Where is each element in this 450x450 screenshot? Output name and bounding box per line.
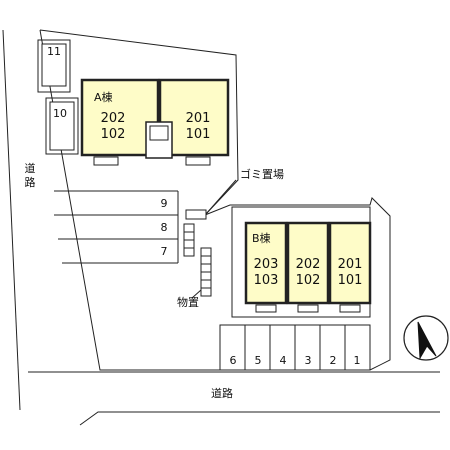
building-a-unit-102: 102 (101, 127, 126, 142)
building-a-unit-101: 101 (186, 127, 211, 142)
parking-label-9: 9 (161, 197, 168, 210)
parking-label-10: 10 (53, 107, 67, 120)
parking-space-11 (41, 43, 67, 87)
building-b-unit-203: 203 (254, 257, 279, 272)
parking-label-4: 4 (280, 354, 287, 367)
building-a-name: A棟 (94, 90, 113, 104)
parking-space-10-frame (45, 97, 79, 155)
parking-label-6: 6 (230, 354, 237, 367)
building-b-unit-col-2 (286, 221, 330, 305)
building-a-stair (149, 125, 169, 141)
parking-space-11-frame (37, 39, 71, 93)
building-b-name: B棟 (252, 231, 271, 245)
building-a-right-block (158, 78, 230, 157)
storage-label: 物置 (177, 295, 199, 309)
building-b-unit-col-1 (244, 221, 288, 305)
parking-label-5: 5 (255, 354, 262, 367)
parking-label-3: 3 (305, 354, 312, 367)
building-b-unit-201: 201 (338, 257, 363, 272)
building-b-unit-102: 102 (296, 273, 321, 288)
building-b-unit-col-3 (328, 221, 372, 305)
parking-label-8: 8 (161, 221, 168, 234)
garbage-label: ゴミ置場 (240, 167, 284, 181)
building-a-unit-202: 202 (101, 111, 126, 126)
parking-bottom-group: 6 5 4 3 2 1 (219, 324, 371, 371)
left-road-edge (2, 29, 21, 411)
storage-racks: 物置 (177, 223, 212, 309)
left-road-label: 道路 (25, 161, 36, 189)
garbage-leader-line (205, 179, 237, 215)
building-a: A棟 202 102 201 101 (80, 78, 230, 166)
building-b-unit-103: 103 (254, 273, 279, 288)
north-arrow-icon (403, 315, 449, 361)
parking-label-7: 7 (161, 245, 168, 258)
parking-middle-group: 9 8 7 (54, 190, 179, 264)
building-a-unit-201: 201 (186, 111, 211, 126)
building-a-ac-unit-right (185, 156, 211, 166)
building-b-ac-unit-1 (255, 304, 277, 313)
building-b-unit-202: 202 (296, 257, 321, 272)
building-b-unit-101: 101 (338, 273, 363, 288)
parking-space-10 (49, 101, 75, 151)
building-b: B棟 203 103 202 102 201 101 (244, 221, 372, 313)
garbage-area-box (185, 209, 207, 220)
storage-leader-line (191, 289, 202, 299)
parking-top-group: 11 10 (37, 39, 79, 155)
building-b-ac-unit-2 (297, 304, 319, 313)
bottom-road-edge-bottom (79, 411, 440, 426)
compass-arrow (417, 321, 437, 360)
building-a-ac-unit-left (93, 156, 119, 166)
parking-label-1: 1 (354, 354, 361, 367)
garbage-area: ゴミ置場 (185, 167, 284, 220)
building-b-ac-unit-3 (339, 304, 361, 313)
bottom-road-label: 道路 (211, 386, 233, 400)
parking-label-2: 2 (330, 354, 337, 367)
parking-label-11: 11 (47, 45, 61, 58)
